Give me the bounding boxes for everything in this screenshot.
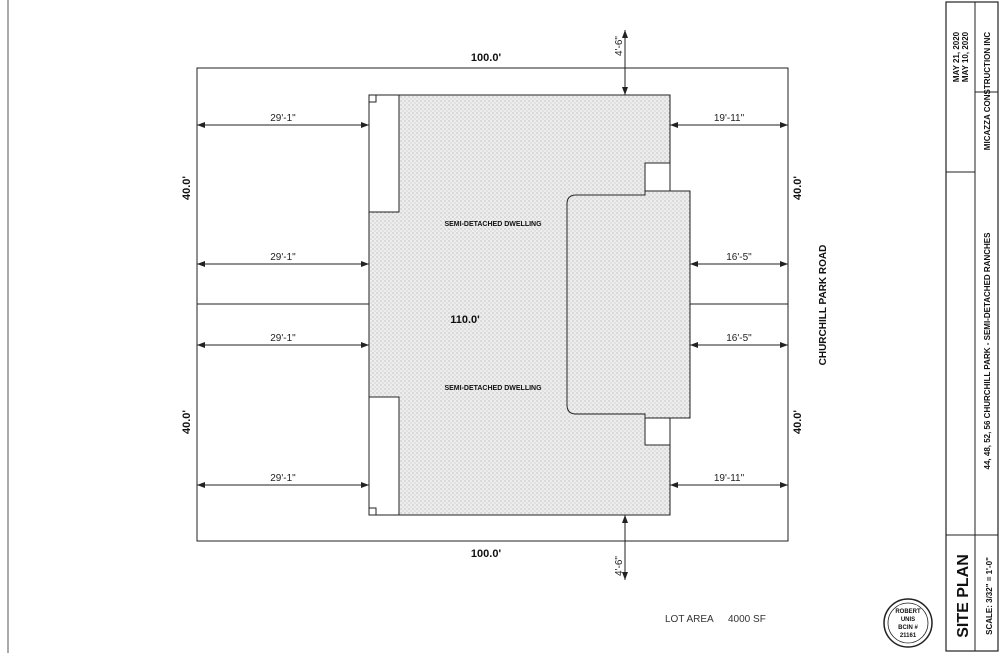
building-footprint	[368, 94, 691, 516]
garage-lower	[368, 396, 400, 516]
title-block-frame	[945, 1, 999, 652]
lot-top-width-label: 100.0'	[471, 52, 502, 64]
left-setback-label-1: 29'-1"	[270, 113, 296, 124]
stamp-line-1: ROBERT	[895, 609, 921, 615]
front-setback-top-label: 4'-6"	[614, 36, 625, 56]
lot-left-upper-depth-label: 40.0'	[181, 176, 193, 200]
dwelling-label-lower: SEMI-DETACHED DWELLING	[444, 385, 542, 392]
project-name: 44, 48, 52, 56 CHURCHILL PARK - SEMI-DET…	[983, 232, 992, 470]
stamp-outer-ring	[883, 598, 933, 648]
lot-area-label: LOT AREA	[665, 614, 714, 625]
right-setback-label-mid-upper: 16'-5"	[726, 252, 752, 263]
garage-upper-post	[368, 94, 377, 103]
lot-right-upper-depth-label: 40.0'	[792, 176, 804, 200]
left-setback-label-2: 29'-1"	[270, 252, 296, 263]
lot-right-lower-depth-label: 40.0'	[792, 410, 804, 434]
bcin-stamp: ROBERT UNIS BCIN # 21161	[883, 598, 933, 648]
right-setback-label-bottom: 19'-11"	[714, 473, 745, 484]
rear-wing-outline	[566, 190, 690, 419]
porch-notch-upper	[644, 162, 671, 192]
lot-length-label: 110.0'	[450, 314, 480, 326]
front-setback-bottom-label: 4'-6"	[614, 556, 625, 576]
lot-left-lower-depth-label: 40.0'	[181, 410, 193, 434]
title-block: SITE PLAN SCALE: 3/32" = 1'-0" 44, 48, 5…	[945, 1, 999, 652]
dwelling-label-upper: SEMI-DETACHED DWELLING	[444, 221, 542, 228]
street-name-label: CHURCHILL PARK ROAD	[818, 245, 829, 366]
stamp-line-3: BCIN #	[898, 625, 918, 631]
stamp-line-2: UNIS	[901, 617, 915, 623]
left-setback-label-4: 29'-1"	[270, 473, 296, 484]
lot-area-value: 4000 SF	[728, 614, 766, 625]
sheet-scale: SCALE: 3/32" = 1'-0"	[985, 557, 994, 635]
lot-bottom-width-label: 100.0'	[471, 548, 502, 560]
date-original: MAY 10, 2020	[961, 31, 970, 82]
stamp-inner-ring	[887, 602, 929, 644]
porch-notch-lower	[644, 417, 671, 446]
right-setback-label-top: 19'-11"	[714, 113, 745, 124]
company-name: MICAZZA CONSTRUCTION INC	[983, 32, 992, 151]
garage-lower-post	[368, 507, 377, 516]
sheet-title: SITE PLAN	[955, 554, 972, 638]
date-revised: MAY 21, 2020	[952, 31, 961, 82]
left-setback-label-3: 29'-1"	[270, 333, 296, 344]
right-setback-label-mid-lower: 16'-5"	[726, 333, 752, 344]
garage-upper	[368, 94, 400, 213]
stamp-line-4: 21161	[900, 633, 917, 639]
